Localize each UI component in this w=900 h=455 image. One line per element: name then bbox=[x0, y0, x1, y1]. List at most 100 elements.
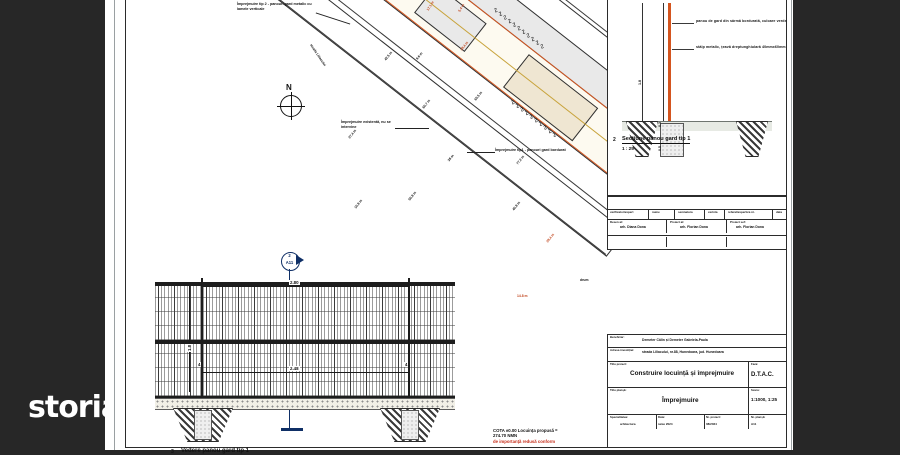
section-foundation-right bbox=[736, 121, 768, 157]
verification-header-1: nume bbox=[652, 210, 660, 214]
section-marker-arrow-icon bbox=[296, 255, 304, 265]
footer-header-1: Data: bbox=[658, 415, 665, 419]
section-concrete-core bbox=[660, 123, 684, 157]
plan-dimension: 50.8 m bbox=[407, 190, 418, 202]
dimension-line-height bbox=[189, 286, 190, 392]
sheet-guide-line-right bbox=[791, 0, 792, 450]
verification-divider bbox=[724, 209, 725, 219]
verification-header-0: verificator/expert bbox=[610, 210, 634, 214]
title-block: Beneficiar: Demeter Călin și Demeter Gab… bbox=[607, 334, 787, 448]
road-label: drum bbox=[580, 278, 589, 282]
role-label-2: Proiect sef: bbox=[730, 220, 746, 224]
beneficiary-label: Beneficiar: bbox=[610, 335, 625, 339]
post-label-left: 4 bbox=[197, 362, 202, 367]
section-annotation-post: stâlp metalic, țeavă dreptunghiulară 40m… bbox=[696, 45, 786, 49]
footer-value-0: arhitectura bbox=[620, 422, 636, 426]
roles-divider bbox=[726, 219, 727, 233]
sheet-guide-line-left bbox=[114, 0, 115, 450]
fence-mid-rail bbox=[155, 340, 455, 344]
role-name-0: arh. Diana Dona bbox=[620, 225, 646, 229]
foundation-core-right bbox=[401, 410, 419, 440]
callout-fence-type-1: Împrejmuire tip1 - panouri gard bordurat bbox=[467, 148, 585, 153]
section-title: Secțiune panou gard tip 1 bbox=[622, 136, 691, 144]
plan-dimension: 27.4 m bbox=[347, 128, 358, 140]
dimension-tick bbox=[408, 280, 409, 292]
section-marker-sheet: A11 bbox=[285, 260, 294, 265]
roles-divider bbox=[666, 219, 667, 233]
section-post-edge bbox=[668, 3, 671, 155]
drawing-title-row: Titlu planșă: Împrejmuire Scara: 1:1000,… bbox=[608, 388, 786, 415]
section-ground bbox=[622, 121, 772, 131]
right-column: panou de gard din sârmă bordurată, culoa… bbox=[607, 0, 787, 448]
drawing-sheet[interactable]: 1 Plan împrejmuire 1 : 1000 N bbox=[105, 0, 793, 455]
elevation-title: Vedere panou gard tip 1 bbox=[181, 448, 250, 454]
verification-divider bbox=[648, 209, 649, 219]
callout-text: Împrejmuire existentă, nu se intervine bbox=[341, 120, 391, 129]
callout-leader bbox=[467, 152, 495, 153]
project-title-value: Construire locuință și împrejmuire bbox=[630, 370, 735, 377]
phase-value: D.T.A.C. bbox=[751, 372, 774, 378]
section-annotation-panel: panou de gard din sârmă bordurată, culoa… bbox=[696, 19, 787, 23]
verification-header-3: cerinta bbox=[708, 210, 718, 214]
main-drawing-area: 1 Plan împrejmuire 1 : 1000 N bbox=[125, 0, 715, 455]
ground-line bbox=[155, 398, 455, 410]
verification-table-inner: verificator/expert nume semnatura cerint… bbox=[608, 197, 786, 249]
address-row: Adresa investiției: strada Liliacului, n… bbox=[608, 348, 786, 362]
section-leader-1 bbox=[672, 23, 694, 24]
verification-header-row bbox=[608, 209, 786, 210]
north-arrow-icon: N bbox=[277, 83, 305, 120]
phase-divider bbox=[748, 362, 749, 387]
footer-value-2: 08/2024 bbox=[706, 422, 717, 426]
section-drawing: panou de gard din sârmă bordurată, culoa… bbox=[608, 0, 787, 159]
verification-header-2: semnatura bbox=[678, 210, 693, 214]
scale-value: 1:1000, 1:25 bbox=[751, 397, 778, 402]
dimension-tick bbox=[201, 280, 202, 292]
footer-header-3: Nr. planșă: bbox=[751, 415, 766, 419]
document-viewer: storia 1 Plan împrejmuire 1 : 1000 bbox=[28, 0, 793, 455]
phase-label: Faza: bbox=[751, 362, 759, 366]
role-label-1: Proiect at: bbox=[670, 220, 685, 224]
section-number: 2 bbox=[613, 137, 616, 143]
sheet-inner: 1 Plan împrejmuire 1 : 1000 N bbox=[105, 0, 793, 455]
callout-existing-fence: Împrejmuire existentă, nu se intervine bbox=[341, 120, 429, 129]
footer-divider bbox=[726, 237, 727, 247]
north-cross-v bbox=[291, 92, 292, 120]
elevation-title-block: 3 Vedere panou gard tip 1 bbox=[171, 448, 250, 455]
footer-divider-3 bbox=[748, 415, 749, 429]
role-name-1: arh. Florian Dona bbox=[680, 225, 708, 229]
verification-table: verificator/expert nume semnatura cerint… bbox=[607, 196, 787, 250]
dimension-label-bottom: 2.48 bbox=[289, 366, 300, 371]
fence-post-left bbox=[201, 278, 203, 406]
footer-value-1: iunie 2024 bbox=[658, 422, 673, 426]
north-label: N bbox=[286, 83, 292, 92]
roles-row-bottom bbox=[608, 235, 786, 236]
verification-divider bbox=[772, 209, 773, 219]
role-name-2: arh. Florian Dona bbox=[736, 225, 764, 229]
section-marker-number: 2 bbox=[288, 253, 291, 258]
section-mesh-line bbox=[642, 3, 643, 123]
elevation-number: 3 bbox=[171, 449, 174, 455]
cota-line-3: de importanță redusă conform bbox=[493, 438, 556, 444]
footer-header-2: Nr. proiect: bbox=[706, 415, 721, 419]
section-title-block: 2 Secțiune panou gard tip 1 1 : 25 bbox=[613, 136, 691, 151]
footer-value-3: A11 bbox=[751, 422, 757, 426]
verification-header-5: data bbox=[776, 210, 782, 214]
footer-header-0: Specialitatea: bbox=[610, 415, 629, 419]
roles-row bbox=[608, 219, 786, 220]
dimension-label-height: 1.8 bbox=[187, 343, 192, 352]
beneficiary-value: Demeter Călin și Demeter Gabriela-Paula bbox=[642, 338, 708, 342]
footer-divider-1 bbox=[656, 415, 657, 429]
cota-line-2: 274.70 NMN bbox=[493, 433, 518, 439]
post-label-right: 4 bbox=[404, 362, 409, 367]
section-leader-2 bbox=[672, 49, 694, 50]
section-cut-bar bbox=[281, 428, 303, 431]
footer-divider-2 bbox=[704, 415, 705, 429]
footer-row: Specialitatea: arhitectura Data: iunie 2… bbox=[608, 415, 786, 429]
dimension-label-top: 2.80 bbox=[289, 280, 300, 285]
elevation-view: 2 A11 2. bbox=[155, 252, 455, 455]
drawing-title-label: Titlu planșă: bbox=[610, 388, 627, 392]
drawing-title-value: Împrejmuire bbox=[662, 397, 699, 404]
address-label: Adresa investiției: bbox=[610, 348, 635, 352]
address-value: strada Liliacului, nr.88, Hunedoara, jud… bbox=[642, 350, 724, 354]
plan-dimension: 10.8 m bbox=[353, 198, 364, 210]
